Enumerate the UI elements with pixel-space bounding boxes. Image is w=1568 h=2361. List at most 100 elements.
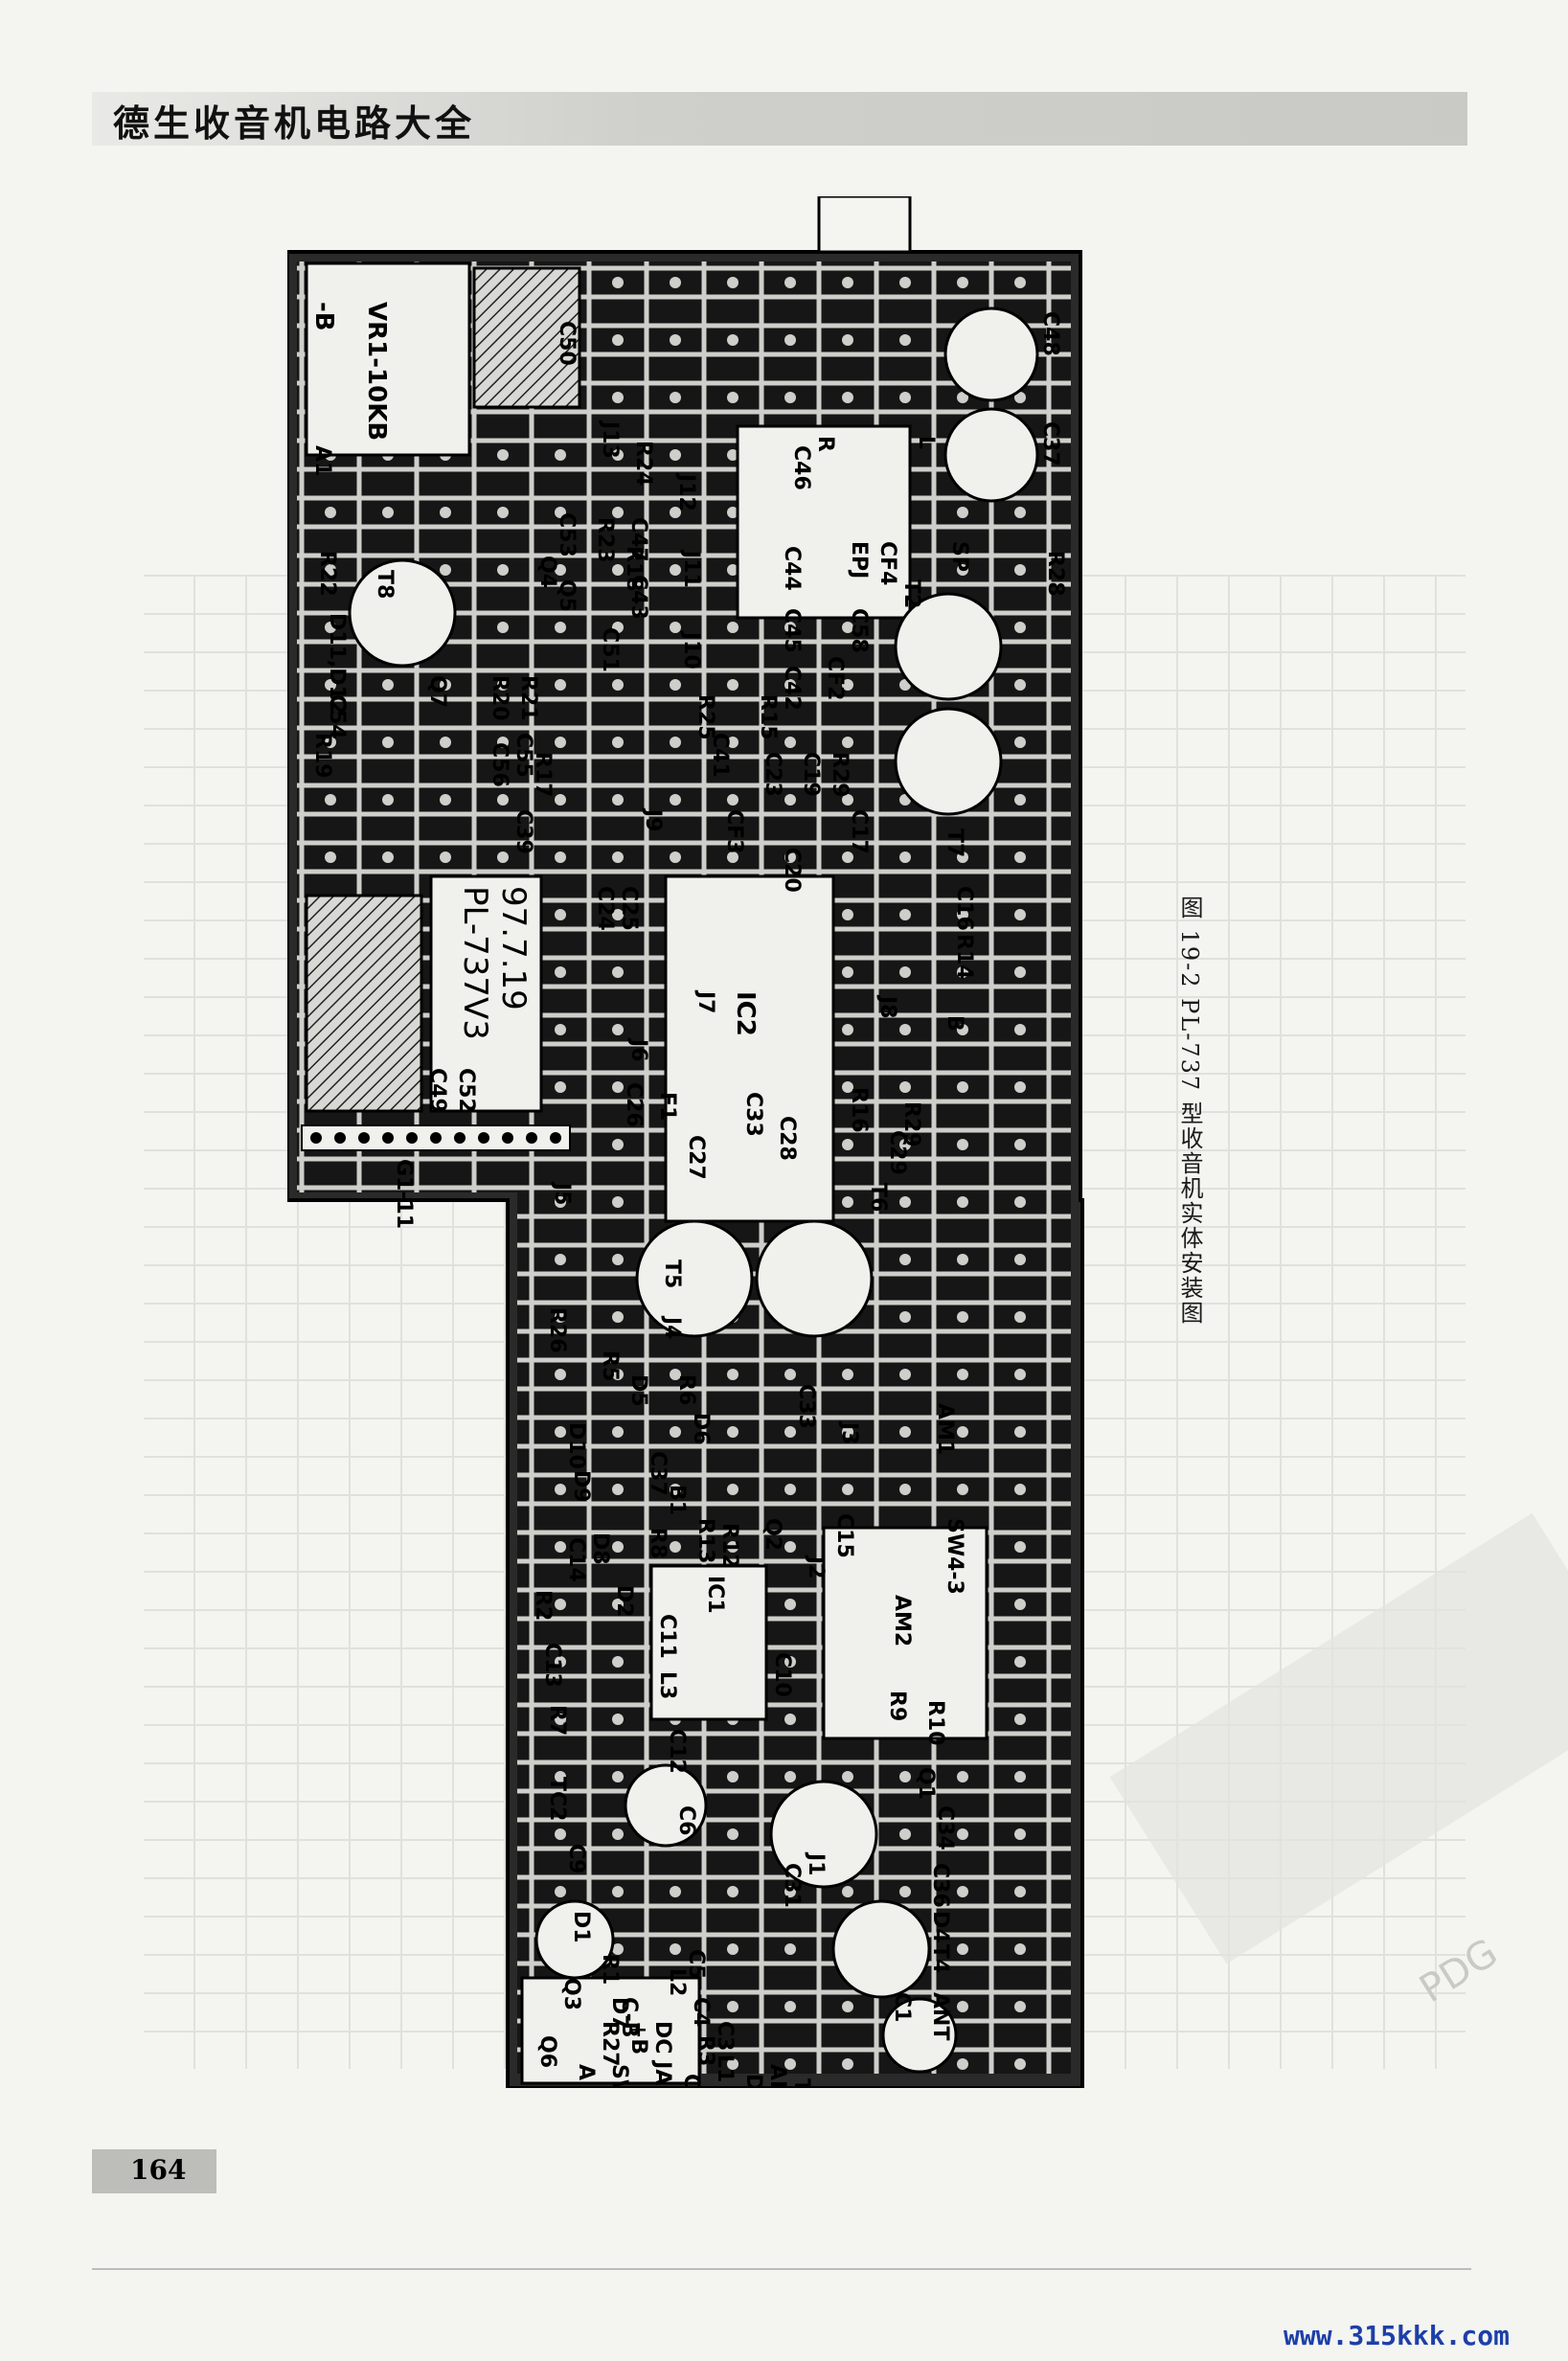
- ic2-outline: [664, 874, 835, 1223]
- label-c36: C36: [928, 1863, 952, 1908]
- label-plus-b: +B: [626, 2021, 650, 2055]
- label-ic1: IC1: [703, 1576, 727, 1614]
- label-ant: ANT: [928, 1992, 952, 2040]
- label-r: R: [813, 436, 837, 452]
- label-r29b: R29: [899, 1101, 923, 1147]
- label-c33a: C33: [741, 1092, 765, 1137]
- label-j5: J5: [550, 1181, 574, 1206]
- label-c16: C16: [952, 886, 976, 931]
- page-number-box: [92, 2149, 216, 2193]
- label-r26: R26: [545, 1307, 569, 1353]
- label-t7: T7: [943, 829, 966, 857]
- label-c9: C9: [564, 1844, 588, 1873]
- t2-circle: [894, 592, 1003, 701]
- label-d3: D3: [741, 2074, 765, 2088]
- label-r20: R20: [488, 675, 511, 721]
- label-c27: C27: [684, 1135, 708, 1180]
- label-cb: C-B: [617, 1997, 641, 2038]
- label-c12: C12: [665, 1729, 689, 1774]
- q6-circle: [534, 1899, 615, 1980]
- label-l3: L3: [655, 1671, 679, 1699]
- label-r12: R12: [717, 1523, 741, 1569]
- label-d4: D4: [928, 1911, 952, 1943]
- label-r15: R15: [756, 694, 780, 740]
- label-sw1-2: SW1-2: [607, 2064, 631, 2088]
- label-dc-jack: DC JACK: [650, 2021, 674, 2088]
- label-t2: T2: [899, 579, 923, 608]
- label-c13: C13: [540, 1643, 564, 1688]
- label-r6: R6: [674, 1374, 698, 1405]
- label-am2: AM2: [890, 1595, 914, 1646]
- label-r5: R5: [598, 1351, 622, 1381]
- label-t6: T6: [866, 1183, 890, 1212]
- connector-tab: [817, 196, 912, 254]
- label-t8: T8: [373, 570, 397, 599]
- label-r14: R14: [952, 934, 976, 980]
- label-c48: C48: [1038, 311, 1062, 356]
- c50-outline: [472, 266, 581, 409]
- label-cf4: CF4: [875, 541, 899, 585]
- label-a: A: [574, 2064, 598, 2080]
- label-l1: L1: [713, 2055, 737, 2082]
- label-t5: T5: [660, 1260, 684, 1288]
- figure-caption: 图 19-2 PL-737 型收音机实体安装图: [1176, 896, 1203, 1326]
- label-c6: C6: [674, 1805, 698, 1835]
- label-r18: R18: [622, 546, 646, 592]
- label-f1: F1: [655, 1092, 679, 1121]
- label-r25: R25: [693, 694, 717, 740]
- label-c26: C26: [622, 1082, 646, 1127]
- header-bar: [92, 92, 1467, 146]
- board-marking: PL-737V3: [456, 886, 494, 1040]
- board-date: 97.7.19: [494, 886, 533, 1010]
- label-j1: J1: [804, 1851, 828, 1876]
- label-c29: C29: [885, 1130, 909, 1175]
- label-q2: Q2: [761, 1518, 784, 1551]
- label-cf3: CF3: [722, 809, 746, 853]
- t6-circle: [755, 1219, 874, 1338]
- book-title: 德生收音机电路大全: [113, 102, 476, 145]
- label-l: L: [914, 436, 938, 449]
- label-c20: C20: [780, 848, 804, 893]
- label-q7: Q7: [425, 675, 449, 708]
- label-c23: C23: [761, 752, 784, 797]
- label-q1: Q1: [914, 1767, 938, 1800]
- label-d2: D2: [612, 1585, 636, 1618]
- label-c58: C58: [847, 608, 871, 653]
- label-r28: R28: [1043, 551, 1067, 597]
- epj-outline: [736, 424, 912, 620]
- site-url: www.315kkk.com: [1284, 2320, 1511, 2351]
- label-r7: R7: [545, 1705, 569, 1736]
- c37-circle: [943, 407, 1039, 503]
- label-c19: C19: [799, 752, 823, 797]
- label-c33b: C33: [794, 1384, 818, 1429]
- label-c28: C28: [775, 1116, 799, 1161]
- label-c55: C55: [511, 733, 535, 778]
- t5-circle: [635, 1219, 754, 1338]
- footer-rule: [92, 2268, 1471, 2270]
- label-j3: J3: [837, 1420, 861, 1445]
- label-c1: C1: [890, 1992, 914, 2022]
- label-d1: D1: [569, 1911, 593, 1943]
- label-c53: C53: [555, 512, 579, 557]
- label-r23: R23: [593, 517, 617, 563]
- label-c25: C25: [617, 886, 641, 931]
- label-d7: D7: [607, 1997, 631, 2030]
- label-sp: SP: [947, 541, 971, 572]
- label-c44: C44: [780, 546, 804, 591]
- label-d6: D6: [689, 1413, 713, 1445]
- label-d9: D9: [569, 1470, 593, 1503]
- label-d11-d12: D11,D12: [325, 613, 349, 715]
- sw4-outline: [822, 1526, 989, 1740]
- label-l2: L2: [665, 1968, 689, 1996]
- label-j6: J6: [626, 1037, 650, 1062]
- label-r22: R22: [315, 551, 339, 597]
- label-neg-b: -B: [309, 302, 338, 331]
- label-d10: D10: [564, 1422, 588, 1469]
- label-c4: C4: [689, 1997, 713, 2027]
- label-q6: Q6: [535, 2035, 559, 2068]
- label-c43: C43: [626, 575, 650, 620]
- label-ic2: IC2: [731, 991, 760, 1036]
- label-r29: R29: [828, 752, 852, 798]
- label-t4: T4: [928, 1944, 952, 1973]
- label-c11: C11: [655, 1614, 679, 1659]
